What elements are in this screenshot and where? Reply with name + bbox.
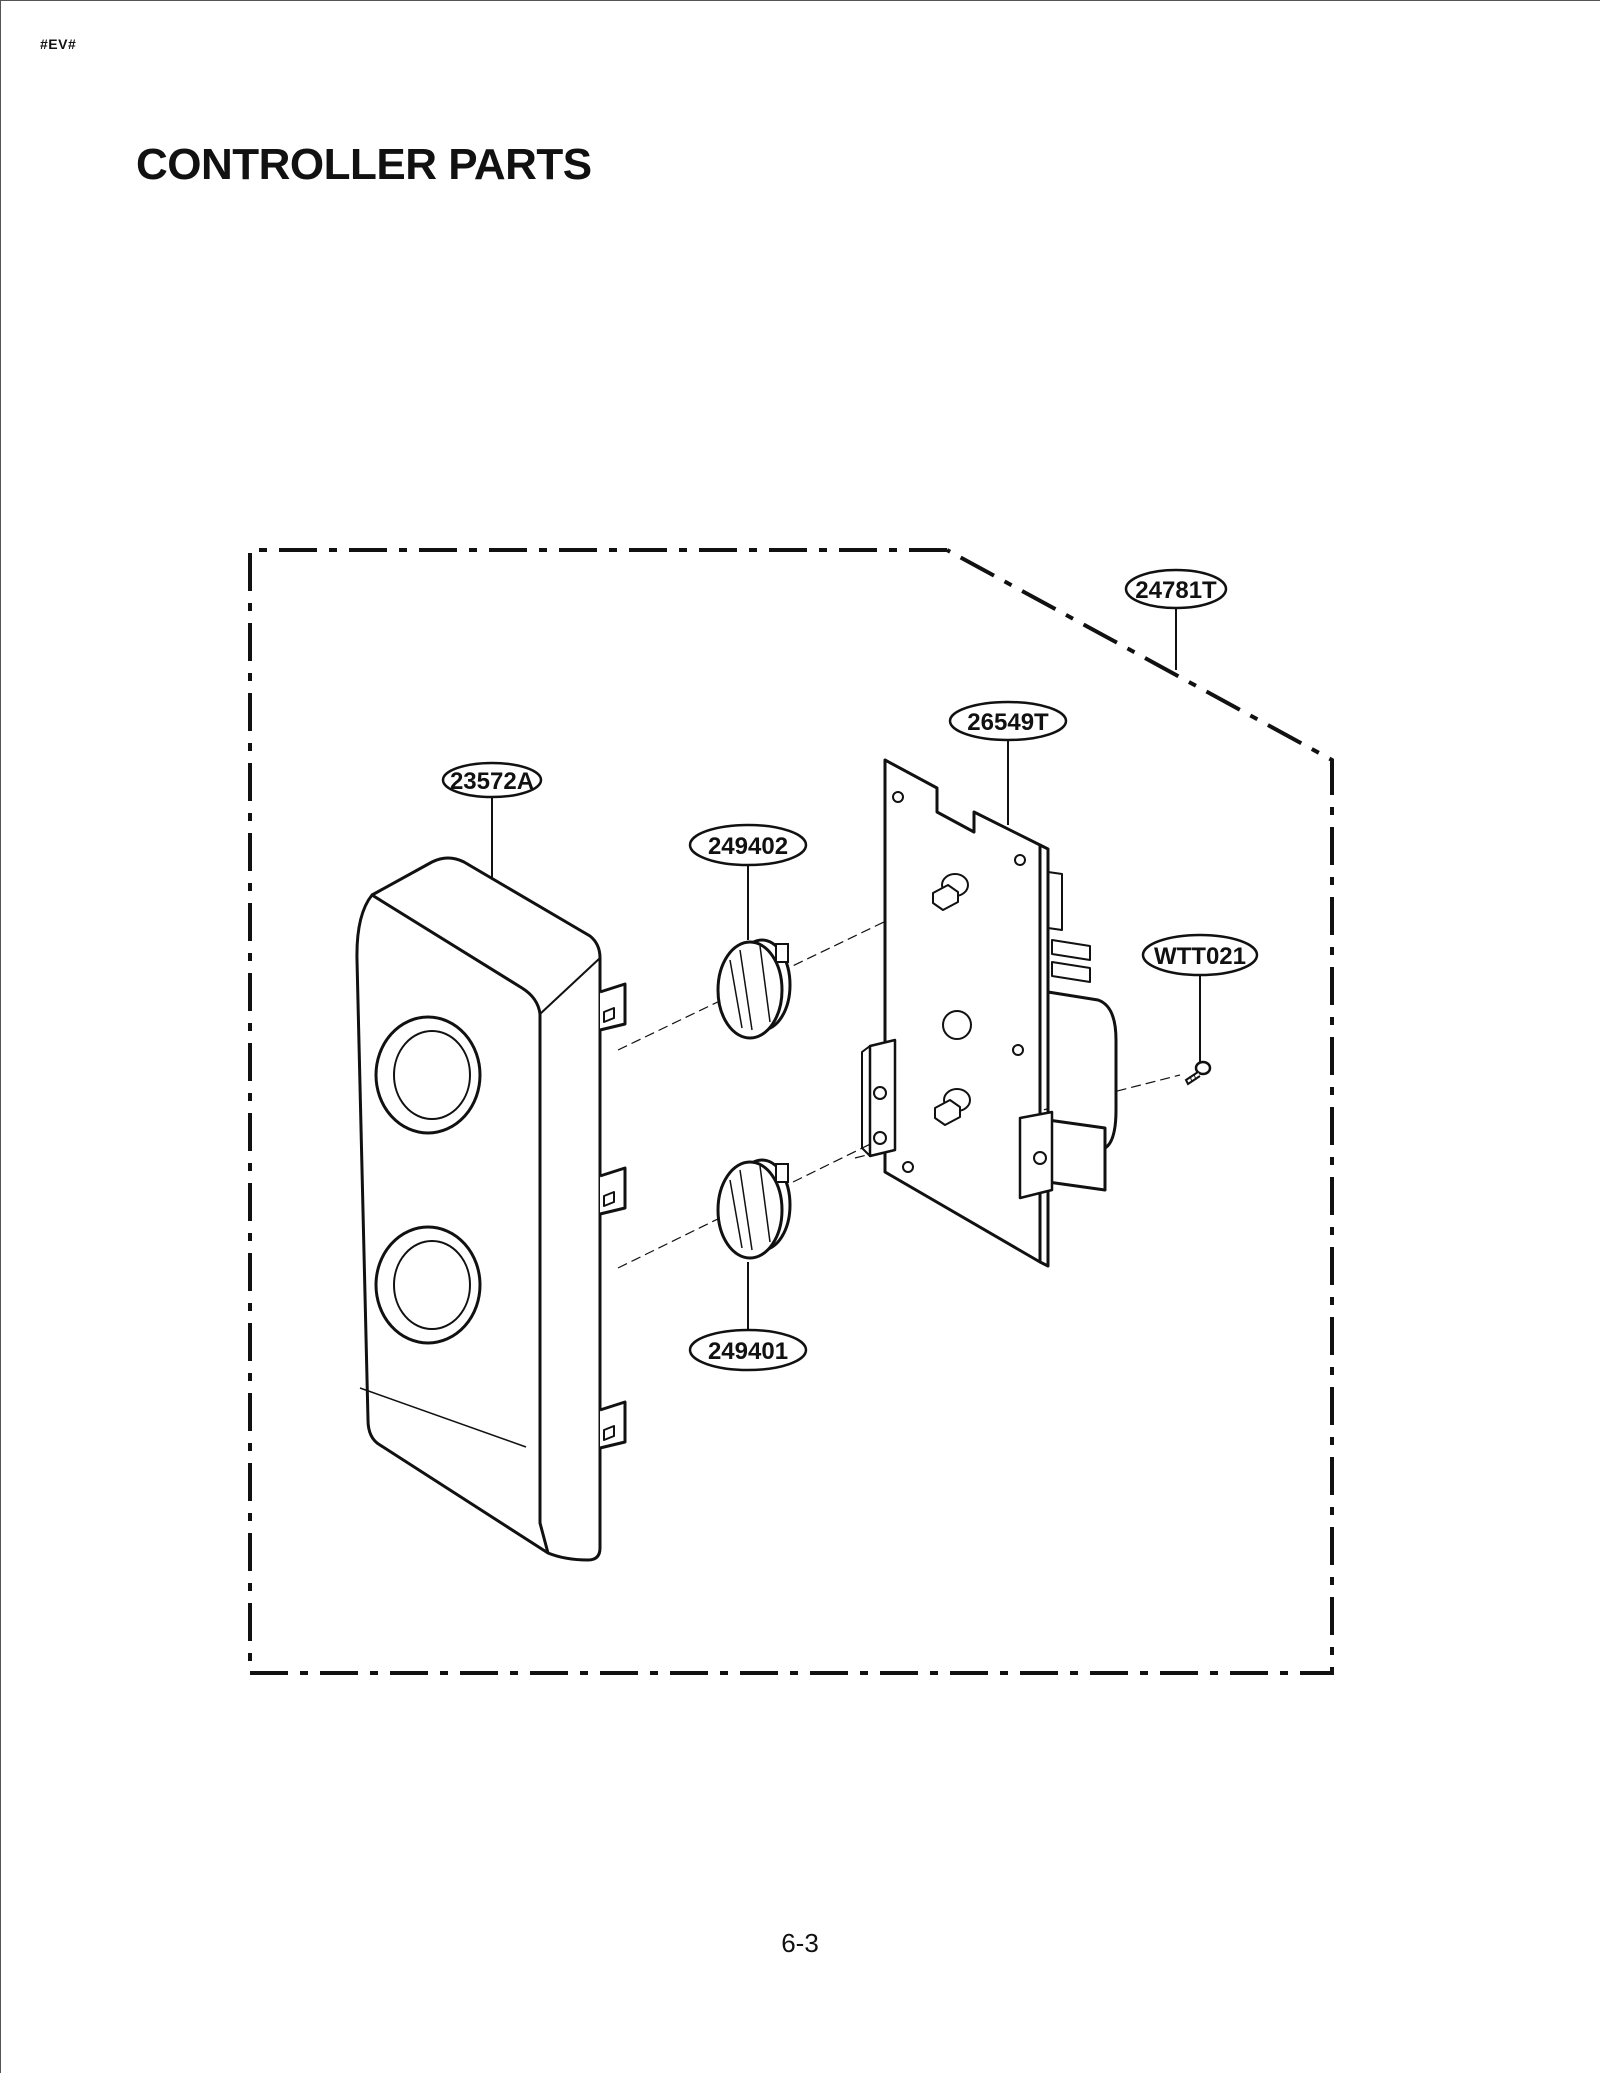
leader-lines — [491, 608, 1201, 1332]
assembly-boundary — [248, 548, 1334, 1675]
upper-shaft — [932, 873, 969, 911]
callout-bracket: 26549T — [948, 700, 1068, 742]
callout-label-assembly: 24781T — [1135, 577, 1217, 604]
page-title: CONTROLLER PARTS — [136, 140, 592, 189]
panel-clip-bottom — [599, 1400, 627, 1450]
callout-knob-lower: 249401 — [688, 1328, 808, 1372]
document-code: #EV# — [40, 36, 77, 52]
page-frame-top — [0, 0, 1600, 1]
callout-knob-upper: 249402 — [688, 823, 808, 867]
callout-label-knob-lower: 249401 — [708, 1338, 788, 1365]
lower-knob-part — [716, 1158, 792, 1260]
lower-shaft — [934, 1088, 971, 1126]
callout-panel: 23572A — [441, 761, 543, 799]
upper-knob-part — [716, 938, 792, 1040]
callout-assembly: 24781T — [1124, 568, 1228, 610]
panel-clip-middle — [599, 1166, 627, 1216]
callout-label-bracket: 26549T — [967, 709, 1049, 736]
callout-label-panel: 23572A — [450, 768, 534, 795]
control-panel-part — [355, 856, 627, 1562]
bracket-part — [861, 758, 1118, 1268]
callout-screw: WTT021 — [1141, 933, 1259, 977]
panel-clip-top — [599, 982, 627, 1032]
callout-label-screw: WTT021 — [1154, 943, 1246, 970]
screw-part — [1184, 1060, 1212, 1086]
page-number: 6-3 — [781, 1928, 819, 1958]
page-frame-left — [0, 0, 1, 2073]
callout-label-knob-upper: 249402 — [708, 833, 788, 860]
